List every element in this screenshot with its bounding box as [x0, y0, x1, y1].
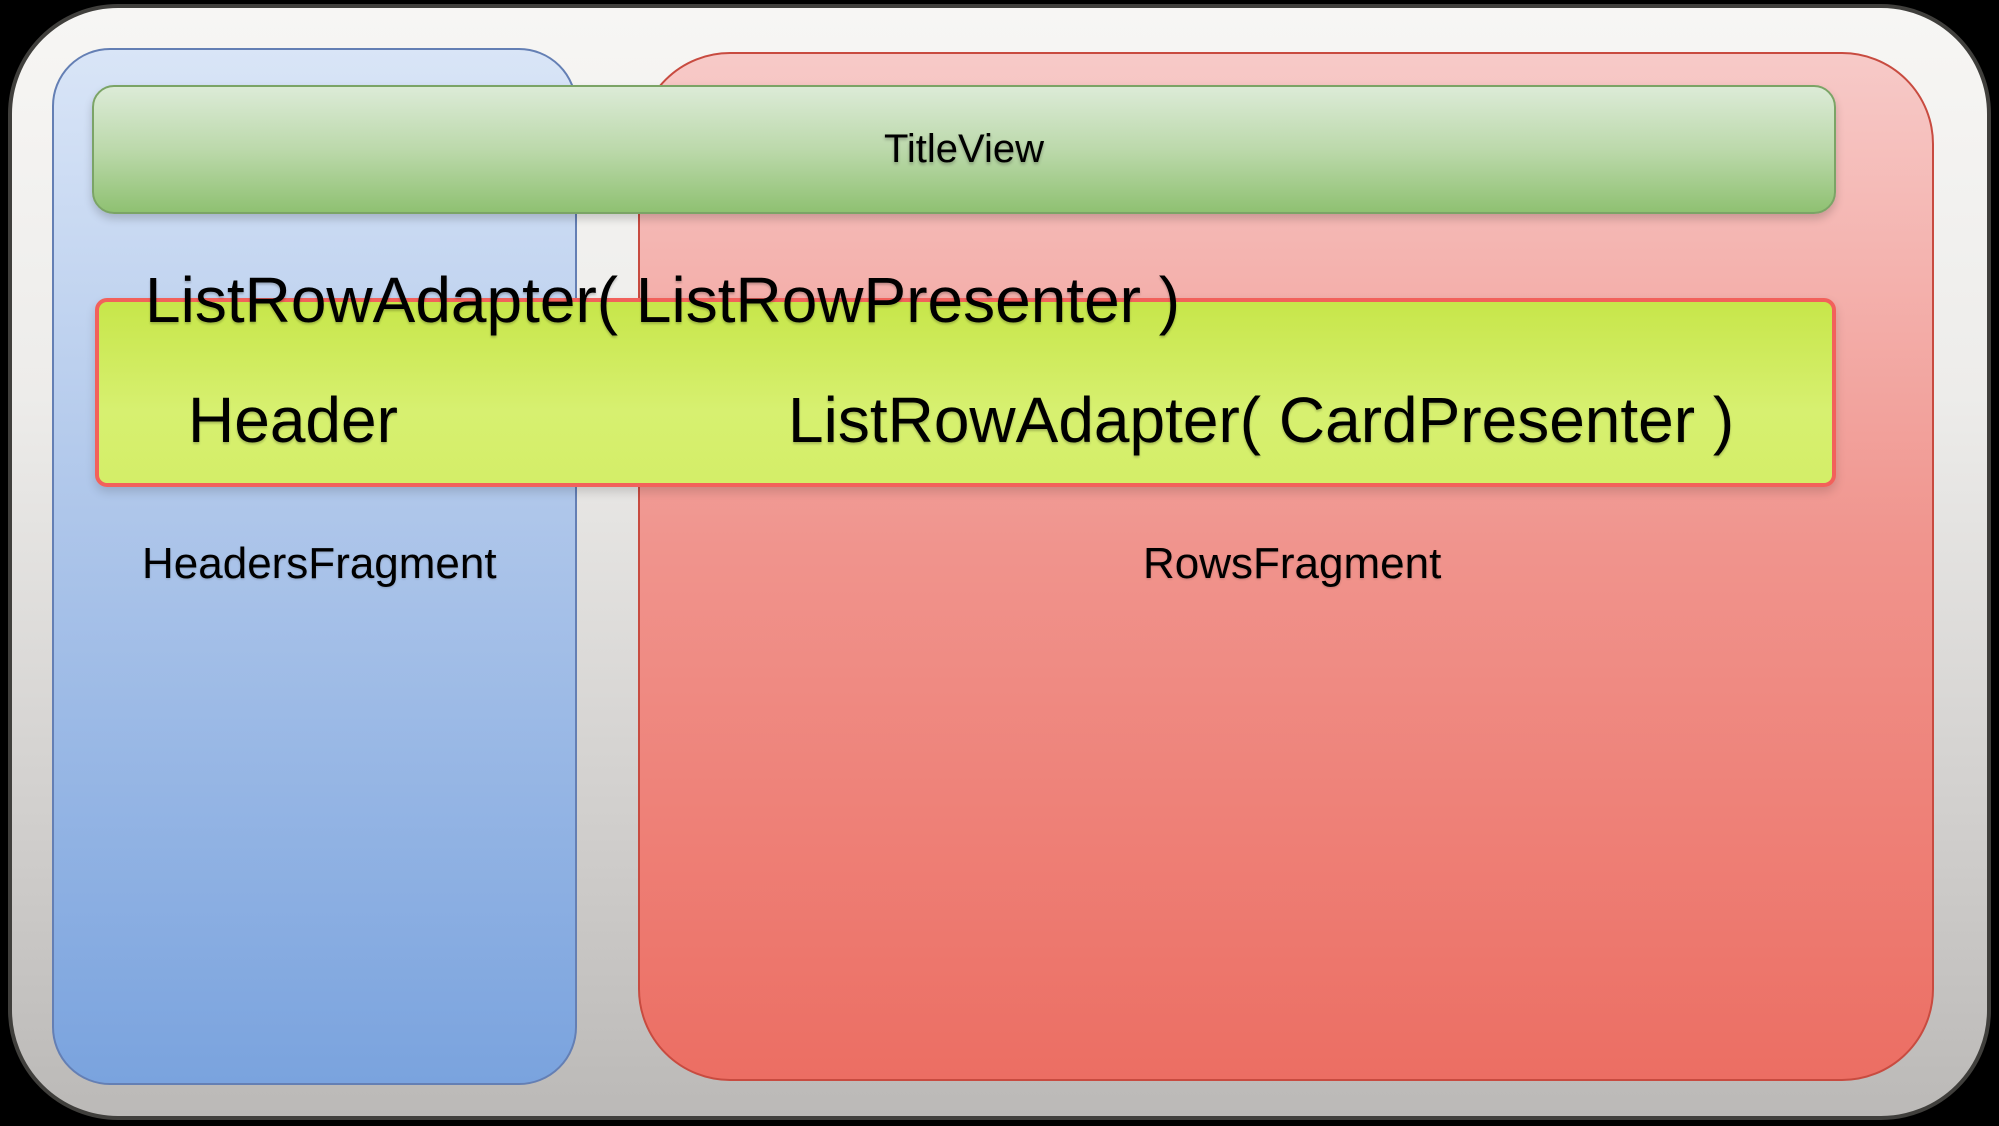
title-view-label: TitleView: [883, 127, 1045, 171]
list-row-adapter-label: ListRowAdapter( ListRowPresenter ): [145, 264, 1181, 336]
rows-fragment-label: RowsFragment: [1143, 539, 1442, 588]
title-view-bar: TitleView: [92, 85, 1836, 214]
header-cell-label: Header: [188, 384, 398, 456]
card-presenter-adapter-label: ListRowAdapter( CardPresenter ): [788, 384, 1735, 456]
headers-fragment-label: HeadersFragment: [142, 539, 497, 588]
list-row-box: [95, 298, 1836, 487]
headers-fragment-region: [52, 48, 577, 1085]
rows-fragment-region: [638, 52, 1934, 1081]
